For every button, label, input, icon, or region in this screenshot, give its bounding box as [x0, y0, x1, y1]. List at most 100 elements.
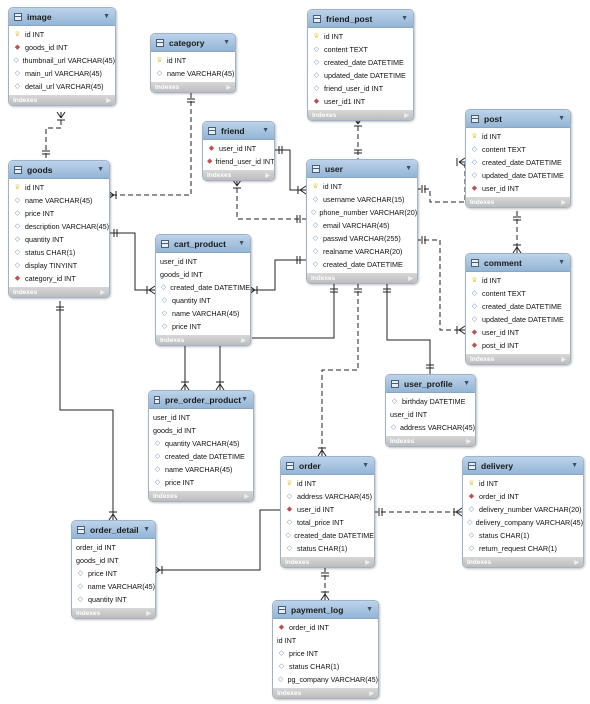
collapse-caret-icon[interactable]: ▼ [558, 115, 565, 122]
indexes-footer[interactable]: Indexes▶ [466, 197, 570, 207]
expand-arrow-icon[interactable]: ▶ [561, 199, 566, 206]
table-order[interactable]: order▼♕id INT◇address VARCHAR(45)◆user_i… [280, 456, 375, 568]
table-header[interactable]: order_detail▼ [72, 521, 155, 539]
table-header[interactable]: user_profile▼ [386, 375, 475, 393]
column-row[interactable]: ◇main_url VARCHAR(45) [9, 67, 115, 80]
column-row[interactable]: ◇created_date DATETIME [466, 156, 570, 169]
column-row[interactable]: ◇price INT [156, 320, 250, 333]
column-row[interactable]: ◇name VARCHAR(45) [151, 67, 235, 80]
column-row[interactable]: ◆user_id INT [281, 503, 374, 516]
table-header[interactable]: payment_log▼ [273, 601, 378, 619]
collapse-caret-icon[interactable]: ▼ [401, 15, 408, 22]
column-row[interactable]: ◇friend_user_id INT [308, 82, 413, 95]
column-row[interactable]: ◇passwd VARCHAR(255) [307, 232, 417, 245]
column-row[interactable]: goods_id INT [149, 424, 253, 437]
column-row[interactable]: ◇thumbnail_url VARCHAR(45) [9, 54, 115, 67]
column-row[interactable]: ♕id INT [9, 181, 109, 194]
collapse-caret-icon[interactable]: ▼ [103, 13, 110, 20]
table-user[interactable]: user▼♕id INT◇username VARCHAR(15)◇phone_… [306, 159, 418, 284]
column-row[interactable]: ◇status CHAR(1) [9, 246, 109, 259]
table-header[interactable]: image▼ [9, 8, 115, 26]
column-row[interactable]: ◇phone_number VARCHAR(20) [307, 206, 417, 219]
collapse-caret-icon[interactable]: ▼ [241, 396, 248, 403]
expand-arrow-icon[interactable]: ▶ [408, 275, 413, 282]
collapse-caret-icon[interactable]: ▼ [571, 462, 578, 469]
column-row[interactable]: user_id INT [156, 255, 250, 268]
table-goods[interactable]: goods▼♕id INT◇name VARCHAR(45)◇price INT… [8, 160, 110, 298]
column-row[interactable]: ◇price INT [9, 207, 109, 220]
collapse-caret-icon[interactable]: ▼ [558, 259, 565, 266]
column-row[interactable]: ◆user_id INT [466, 326, 570, 339]
column-row[interactable]: ♕id INT [9, 28, 115, 41]
column-row[interactable]: ◇content TEXT [466, 143, 570, 156]
column-row[interactable]: ◇created_date DATETIME [149, 450, 253, 463]
collapse-caret-icon[interactable]: ▼ [97, 166, 104, 173]
column-row[interactable]: ◇content TEXT [466, 287, 570, 300]
column-row[interactable]: ◇realname VARCHAR(20) [307, 245, 417, 258]
column-row[interactable]: ◆user_id INT [466, 182, 570, 195]
column-row[interactable]: ♕id INT [151, 54, 235, 67]
table-header[interactable]: order▼ [281, 457, 374, 475]
indexes-footer[interactable]: Indexes▶ [9, 287, 109, 297]
indexes-footer[interactable]: Indexes▶ [308, 110, 413, 120]
collapse-caret-icon[interactable]: ▼ [362, 462, 369, 469]
table-header[interactable]: friend▼ [203, 122, 274, 140]
table-header[interactable]: pre_order_product▼ [149, 391, 253, 409]
column-row[interactable]: ◇total_price INT [281, 516, 374, 529]
column-row[interactable]: ♕id INT [466, 130, 570, 143]
table-header[interactable]: user▼ [307, 160, 417, 178]
column-row[interactable]: user_id INT [149, 411, 253, 424]
indexes-footer[interactable]: Indexes▶ [273, 688, 378, 698]
column-row[interactable]: ◇updated_date DATETIME [466, 313, 570, 326]
column-row[interactable]: ◇price INT [72, 567, 155, 580]
column-row[interactable]: ◇delivery_company VARCHAR(45) [463, 516, 583, 529]
column-row[interactable]: ◇created_date DATETIME [466, 300, 570, 313]
column-row[interactable]: ◇updated_date DATETIME [308, 69, 413, 82]
indexes-footer[interactable]: Indexes▶ [203, 170, 274, 180]
column-row[interactable]: ◇quantity INT [9, 233, 109, 246]
table-header[interactable]: post▼ [466, 110, 570, 128]
column-row[interactable]: ◆post_id INT [466, 339, 570, 352]
table-image[interactable]: image▼♕id INT◆goods_id INT◇thumbnail_url… [8, 7, 116, 106]
indexes-footer[interactable]: Indexes▶ [307, 273, 417, 283]
expand-arrow-icon[interactable]: ▶ [466, 438, 471, 445]
expand-arrow-icon[interactable]: ▶ [365, 559, 370, 566]
column-row[interactable]: ◇status CHAR(1) [273, 660, 378, 673]
column-row[interactable]: ◆category_id INT [9, 272, 109, 285]
table-post[interactable]: post▼ ♕id INT◇content TEXT◇created_date D… [465, 109, 571, 208]
collapse-caret-icon[interactable]: ▼ [463, 380, 470, 387]
column-row[interactable]: ◆order_id INT [273, 621, 378, 634]
expand-arrow-icon[interactable]: ▶ [574, 559, 579, 566]
column-row[interactable]: ◆friend_user_id INT [203, 155, 274, 168]
column-row[interactable]: ◇delivery_number VARCHAR(20) [463, 503, 583, 516]
expand-arrow-icon[interactable]: ▶ [241, 337, 246, 344]
column-row[interactable]: ◆order_id INT [463, 490, 583, 503]
column-row[interactable]: order_id INT [72, 541, 155, 554]
column-row[interactable]: ◇detail_url VARCHAR(45) [9, 80, 115, 93]
column-row[interactable]: user_id INT [386, 408, 475, 421]
column-row[interactable]: ◇quantity INT [156, 294, 250, 307]
column-row[interactable]: ◆user_id1 INT [308, 95, 413, 108]
column-row[interactable]: ◇display TINYINT [9, 259, 109, 272]
column-row[interactable]: ◇content TEXT [308, 43, 413, 56]
column-row[interactable]: ◇updated_date DATETIME [466, 169, 570, 182]
expand-arrow-icon[interactable]: ▶ [244, 493, 249, 500]
column-row[interactable]: ◇created_date DATETIME [156, 281, 250, 294]
column-row[interactable]: ♕id INT [466, 274, 570, 287]
indexes-footer[interactable]: Indexes▶ [281, 557, 374, 567]
column-row[interactable]: ◇price INT [149, 476, 253, 489]
table-header[interactable]: delivery▼ [463, 457, 583, 475]
table-header[interactable]: comment▼ [466, 254, 570, 272]
table-category[interactable]: category▼♕id INT◇name VARCHAR(45)Indexes… [150, 33, 236, 93]
table-header[interactable]: category▼ [151, 34, 235, 52]
column-row[interactable]: ◇name VARCHAR(45) [156, 307, 250, 320]
indexes-footer[interactable]: Indexes▶ [386, 436, 475, 446]
column-row[interactable]: ◇created_date DATETIME [307, 258, 417, 271]
collapse-caret-icon[interactable]: ▼ [238, 240, 245, 247]
column-row[interactable]: ◇pg_company VARCHAR(45) [273, 673, 378, 686]
expand-arrow-icon[interactable]: ▶ [146, 610, 151, 617]
collapse-caret-icon[interactable]: ▼ [143, 526, 150, 533]
